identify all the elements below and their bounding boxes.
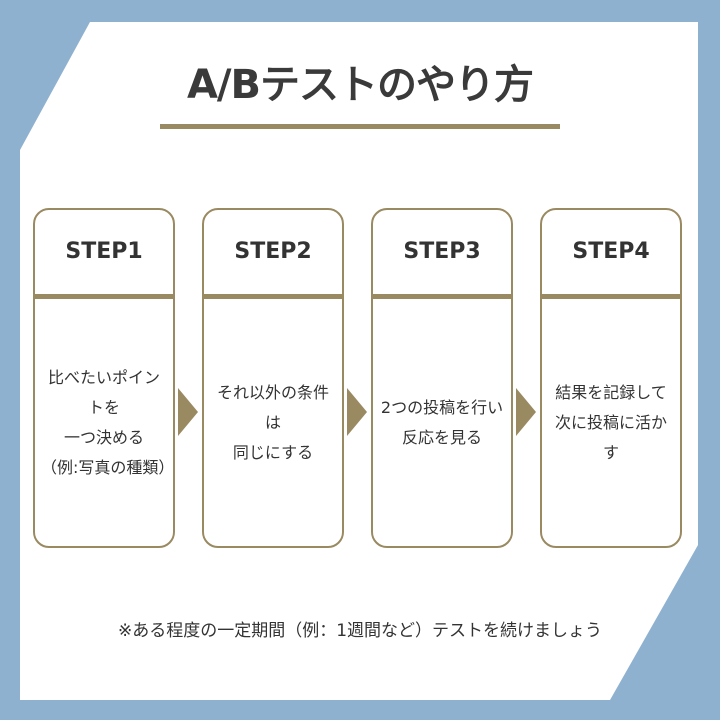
step-line: 2つの投稿を行い	[380, 397, 504, 417]
footnote: ※ある程度の一定期間（例：1週間など）テストを続けましょう	[117, 621, 603, 641]
step-label: STEP3	[373, 210, 511, 299]
step-card-4: STEP4 結果を記録して 次に投稿に活かす	[540, 208, 682, 548]
step-line: 比べたいポイントを	[47, 367, 160, 417]
step-line: （例:写真の種類）	[41, 457, 175, 477]
step-line: 結果を記録して	[555, 382, 667, 402]
step-label: STEP2	[204, 210, 342, 299]
step-card-2: STEP2 それ以外の条件は 同じにする	[202, 208, 344, 548]
step-description: 結果を記録して 次に投稿に活かす	[542, 299, 680, 546]
arrow-right-icon	[516, 388, 536, 436]
step-line: 反応を見る	[401, 427, 482, 447]
step-card-1: STEP1 比べたいポイントを 一つ決める （例:写真の種類）	[33, 208, 175, 548]
arrow-right-icon	[347, 388, 367, 436]
step-description: それ以外の条件は 同じにする	[204, 299, 342, 546]
step-line: それ以外の条件は	[216, 382, 329, 432]
step-label: STEP4	[542, 210, 680, 299]
step-line: 一つ決める	[63, 427, 144, 447]
arrow-right-icon	[178, 388, 198, 436]
step-line: 同じにする	[232, 442, 314, 462]
title-underline	[160, 124, 560, 129]
step-card-3: STEP3 2つの投稿を行い 反応を見る	[371, 208, 513, 548]
step-description: 比べたいポイントを 一つ決める （例:写真の種類）	[35, 299, 173, 546]
step-description: 2つの投稿を行い 反応を見る	[373, 299, 511, 546]
step-label: STEP1	[35, 210, 173, 299]
page-title: A/Bテストのやり方	[186, 62, 534, 108]
step-line: 次に投稿に活かす	[554, 412, 667, 462]
